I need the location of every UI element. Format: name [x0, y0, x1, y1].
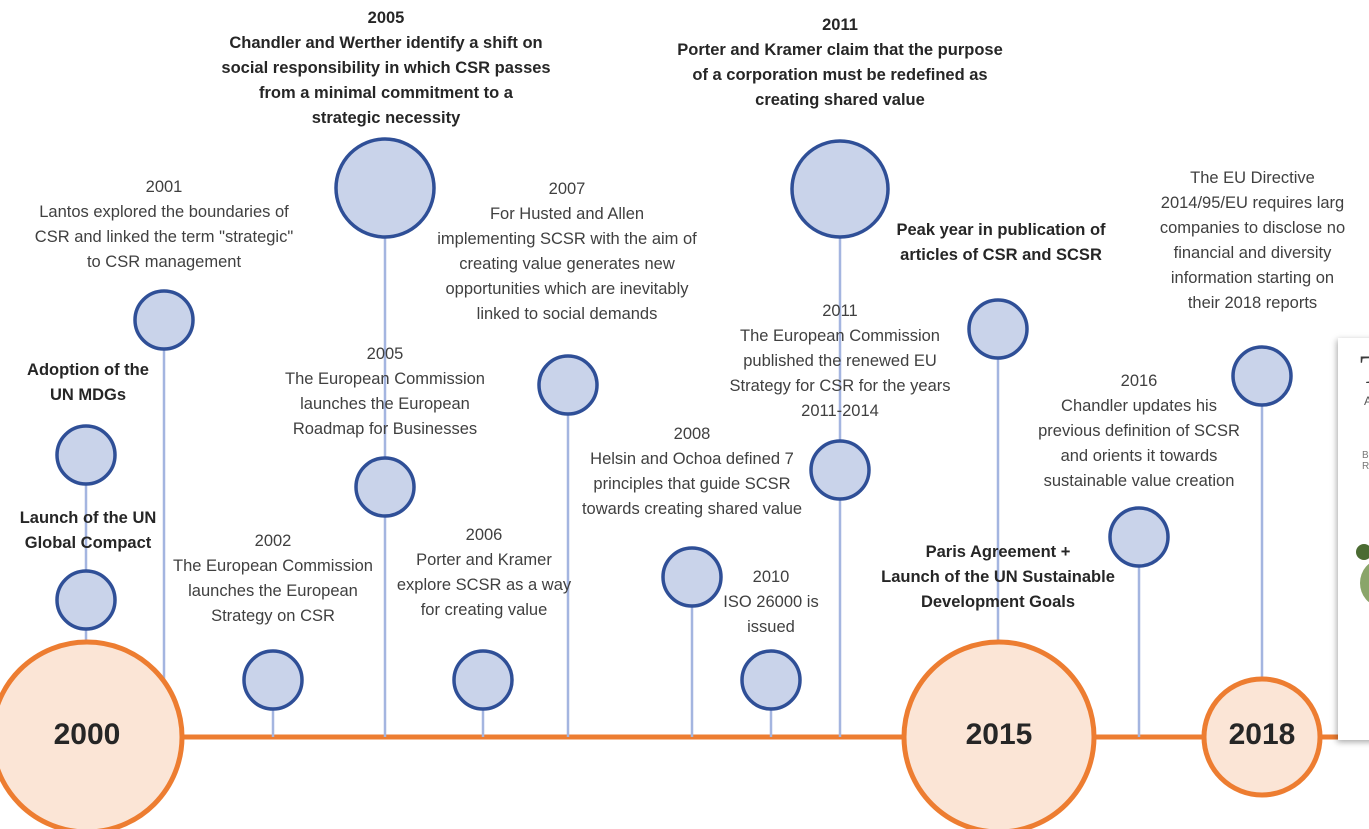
cover-text: B R: [1362, 450, 1369, 472]
event-markers: [55, 137, 1293, 711]
event-label-2011b: 2011 The European Commission published t…: [729, 302, 951, 420]
event-label-2007: 2007 For Husted and Allen implementing S…: [437, 180, 697, 323]
event-label-2005b: 2005 The European Commission launches th…: [285, 345, 485, 438]
marker-peak: [967, 298, 1029, 360]
cover-subtitle: A: [1364, 394, 1369, 408]
event-label-mdg: Adoption of the UN MDGs: [27, 361, 149, 404]
event-label-peak: Peak year in publication of articles of …: [896, 221, 1106, 264]
marker-2002: [242, 649, 304, 711]
marker-2010: [740, 649, 802, 711]
cover-decoration: [1360, 560, 1369, 606]
event-label-eu-directive: The EU Directive 2014/95/EU requires lar…: [1159, 169, 1346, 312]
event-label-2011a: 2011 Porter and Kramer claim that the pu…: [677, 16, 1003, 109]
milestones: [0, 639, 1323, 829]
marker-2011a: [790, 139, 890, 239]
marker-2005a: [334, 137, 436, 239]
event-label-paris: Paris Agreement + Launch of the UN Susta…: [881, 543, 1115, 611]
marker-2007: [537, 354, 599, 416]
marker-global-compact: [55, 569, 117, 631]
milestone-2000: [0, 639, 185, 829]
event-label-2001: 2001 Lantos explored the boundaries of C…: [34, 178, 294, 271]
marker-2018-directive: [1231, 345, 1293, 407]
event-label-2005a: 2005 Chandler and Werther identify a shi…: [221, 9, 551, 127]
milestone-2018: [1201, 676, 1323, 798]
milestone-label-2015: 2015: [965, 718, 1033, 751]
milestone-2015: [901, 639, 1097, 829]
marker-2001: [133, 289, 195, 351]
marker-2008: [661, 546, 723, 608]
marker-2016: [1108, 506, 1170, 568]
event-label-2010: 2010 ISO 26000 is issued: [723, 568, 819, 636]
milestone-label-2018: 2018: [1228, 718, 1296, 751]
event-label-2006: 2006 Porter and Kramer explore SCSR as a…: [396, 526, 572, 619]
milestone-label-2000: 2000: [53, 718, 121, 751]
event-label-global-compact: Launch of the UN Global Compact: [19, 509, 157, 552]
cover-letter: T: [1360, 346, 1369, 393]
marker-2011b: [809, 439, 871, 501]
marker-2005b: [354, 456, 416, 518]
event-label-2008: 2008 Helsin and Ochoa defined 7 principl…: [581, 425, 803, 518]
book-cover-image: T A B R: [1338, 338, 1369, 740]
event-label-2016: 2016 Chandler updates his previous defin…: [1038, 372, 1240, 490]
cover-decoration: [1356, 544, 1369, 560]
event-label-2002: 2002 The European Commission launches th…: [173, 532, 373, 625]
marker-mdg: [55, 424, 117, 486]
marker-2006: [452, 649, 514, 711]
